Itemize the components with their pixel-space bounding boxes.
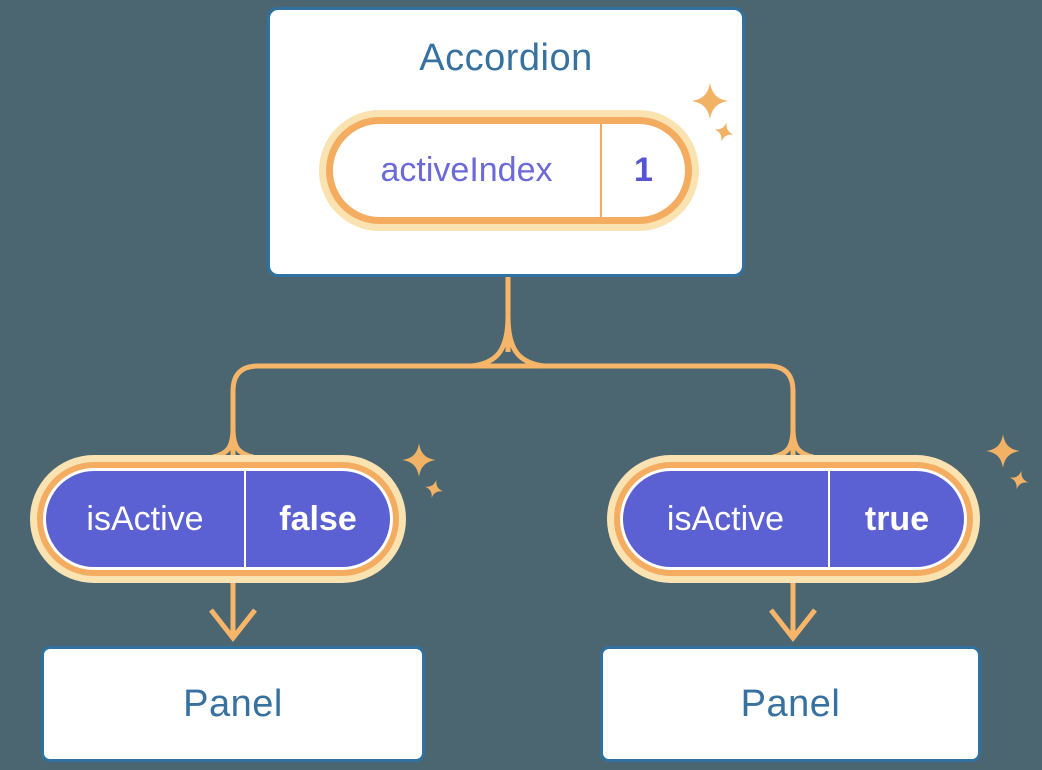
- panel-title: Panel: [183, 682, 283, 725]
- prop-pill-body: isActive false: [46, 471, 390, 567]
- prop-pill-value: true: [864, 499, 930, 538]
- prop-pill-isactive-true: isActive true: [614, 462, 973, 576]
- down-arrow-icon: [769, 583, 817, 643]
- branch-connector: [230, 363, 796, 457]
- prop-pill-gap: isActive false: [43, 468, 393, 570]
- pill-flare-right-b: [790, 427, 814, 460]
- panel-card-right: Panel: [600, 646, 981, 762]
- state-pill-divider: [600, 124, 602, 217]
- prop-pill-value: false: [279, 499, 357, 538]
- state-pill-label: activeIndex: [380, 151, 553, 189]
- sparkle-icon: [1009, 470, 1029, 490]
- sparkle-icon: [425, 480, 443, 498]
- accordion-title: Accordion: [419, 37, 593, 79]
- prop-pill-isactive-false: isActive false: [37, 462, 399, 576]
- prop-pill-divider: [244, 471, 246, 567]
- prop-pill-divider: [828, 471, 830, 567]
- junction-fillet-right: [505, 315, 545, 369]
- down-arrow-icon: [209, 583, 257, 643]
- sparkle-icon: [402, 443, 436, 477]
- pill-flare-right-a: [772, 427, 796, 460]
- prop-pill-label: isActive: [666, 499, 785, 538]
- panel-title: Panel: [740, 682, 841, 725]
- state-pill-body: activeIndex 1: [333, 124, 685, 217]
- prop-pill-label: isActive: [86, 499, 204, 538]
- accordion-card: Accordion activeIndex 1: [267, 7, 745, 277]
- pill-flare-left-a: [212, 427, 236, 460]
- junction-fillet-left: [471, 315, 511, 369]
- prop-pill-gap: isActive true: [620, 468, 967, 570]
- prop-pill-body: isActive true: [623, 471, 964, 567]
- panel-card-left: Panel: [41, 646, 425, 762]
- state-pill-value: 1: [634, 151, 653, 189]
- state-pill: activeIndex 1: [326, 117, 692, 224]
- pill-flare-left-b: [230, 427, 254, 460]
- sparkle-icon: [986, 434, 1020, 468]
